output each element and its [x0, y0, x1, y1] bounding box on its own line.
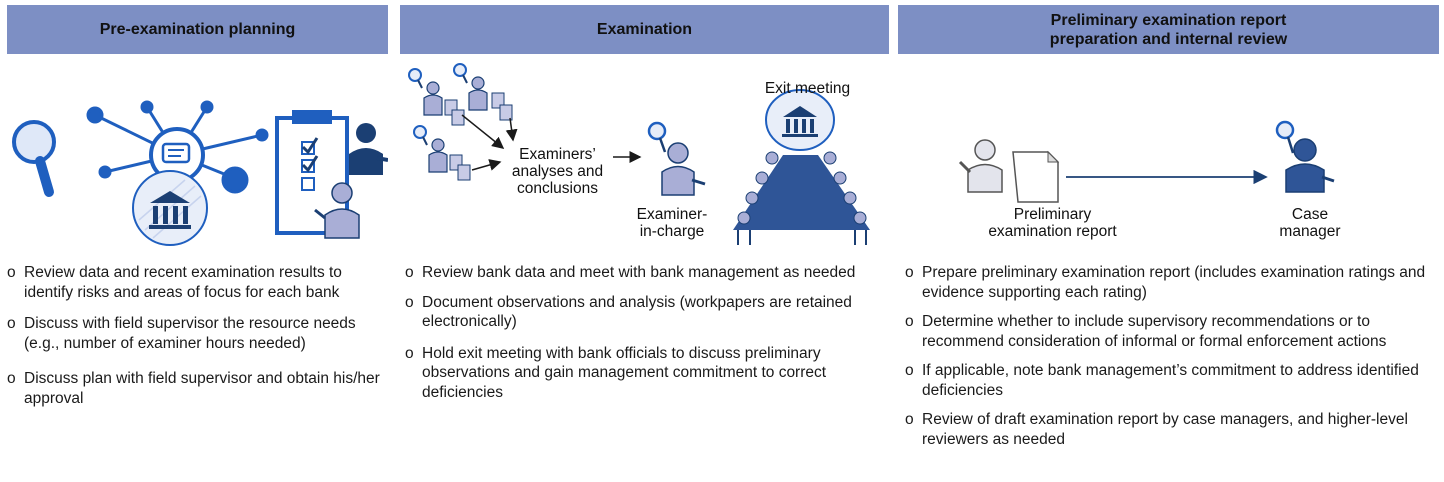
bullet-text: Review data and recent examination resul… [24, 264, 342, 301]
bullet-marker: o [405, 293, 414, 311]
examiner-figures [408, 63, 518, 181]
label-line: examination report [988, 223, 1117, 240]
examiner-in-charge-icon [647, 121, 706, 196]
bullet-text: Hold exit meeting with bank officials to… [422, 344, 827, 401]
report-bullets: o Prepare preliminary examination report … [905, 263, 1439, 461]
label-line: conclusions [517, 180, 598, 197]
report-author-person-icon [958, 139, 1003, 193]
list-item: o Discuss plan with field supervisor and … [7, 369, 387, 408]
header-line: Pre-examination planning [99, 21, 296, 38]
bullet-marker: o [905, 362, 914, 379]
label-line: Examiner- [636, 206, 708, 223]
label-line: analyses and [511, 163, 604, 180]
bullet-text: If applicable, note bank management’s co… [922, 362, 1419, 399]
header-preliminary-report: Preliminary examination report preparati… [898, 5, 1439, 54]
document-icon [1012, 150, 1060, 203]
bullet-marker: o [405, 264, 414, 281]
label-line: Preliminary [1013, 206, 1092, 223]
bullet-marker: o [7, 264, 16, 281]
bullet-text: Discuss plan with field supervisor and o… [24, 370, 380, 407]
label-line: manager [1279, 223, 1341, 240]
bullet-marker: o [405, 344, 414, 362]
examiner-in-charge-label: Examiner- in-charge [622, 206, 722, 240]
case-manager-person-icon [1275, 120, 1335, 193]
report-illustration [958, 120, 1335, 203]
bullet-marker: o [905, 264, 914, 281]
bullet-text: Determine whether to include supervisory… [922, 313, 1387, 350]
list-item: o Review data and recent examination resu… [7, 263, 387, 302]
bullet-text: Document observations and analysis (work… [422, 293, 852, 331]
header-line: Examination [596, 21, 693, 38]
list-item: o Document observations and analysis (wor… [405, 293, 880, 332]
examiners-analyses-label: Examiners’ analyses and conclusions [500, 146, 615, 197]
planning-illustration [12, 100, 388, 246]
label-line: in-charge [639, 223, 705, 240]
list-item: o Determine whether to include supervisor… [905, 312, 1439, 351]
list-item: o Discuss with field supervisor the resou… [7, 314, 387, 353]
preliminary-report-label: Preliminary examination report [975, 206, 1130, 240]
header-line: preparation and internal review [1049, 30, 1288, 48]
list-item: o Hold exit meeting with bank officials t… [405, 344, 880, 403]
exit-meeting-label: Exit meeting [764, 80, 851, 97]
examination-bullets: o Review bank data and meet with bank man… [405, 263, 880, 414]
header-examination: Examination [400, 5, 889, 54]
bullet-marker: o [7, 370, 16, 387]
bullet-text: Discuss with field supervisor the resour… [24, 315, 356, 352]
bullet-text: Review bank data and meet with bank mana… [422, 264, 856, 281]
bullet-marker: o [905, 313, 914, 330]
bullet-marker: o [905, 411, 914, 428]
bullet-text: Prepare preliminary examination report (… [922, 264, 1426, 301]
header-pre-examination-planning: Pre-examination planning [7, 5, 388, 54]
planning-bullets: o Review data and recent examination resu… [7, 263, 387, 420]
list-item: o If applicable, note bank management’s c… [905, 361, 1439, 400]
list-item: o Review bank data and meet with bank man… [405, 263, 880, 283]
magnifying-glass-icon [12, 120, 56, 197]
label-line: Case [1291, 206, 1329, 223]
supervisor-person-icon [349, 123, 388, 175]
bank-building-icon [765, 89, 835, 151]
meeting-table-icon [733, 151, 870, 245]
list-item: o Review of draft examination report by c… [905, 410, 1439, 449]
bank-building-icon [132, 170, 208, 246]
case-manager-label: Case manager [1265, 206, 1355, 240]
examination-illustration [408, 63, 870, 245]
header-line: Preliminary examination report [1050, 11, 1287, 29]
list-item: o Prepare preliminary examination report … [905, 263, 1439, 302]
bullet-text: Review of draft examination report by ca… [922, 411, 1408, 448]
examiner-person-icon [314, 182, 360, 239]
bullet-marker: o [7, 315, 16, 332]
label-line: Examiners’ [519, 146, 596, 163]
